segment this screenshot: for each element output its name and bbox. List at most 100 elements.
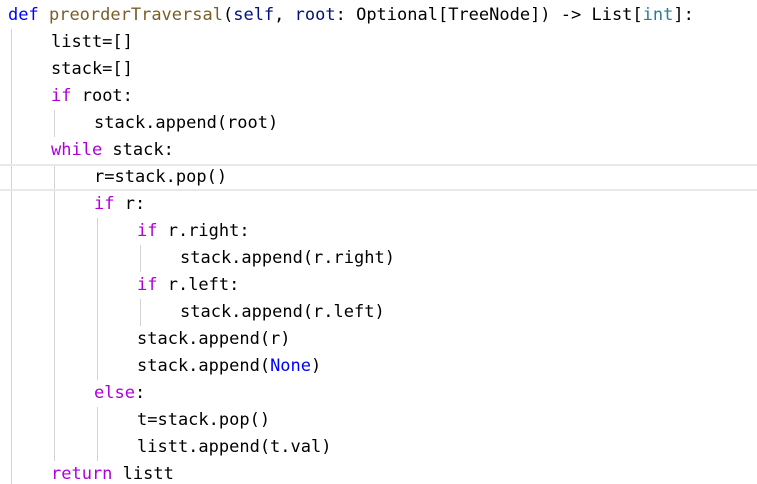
indent-guide: [11, 353, 12, 380]
token-text: ,: [274, 5, 295, 25]
code-line[interactable]: else:: [0, 380, 757, 407]
token-text: [39, 5, 49, 25]
code-line[interactable]: def preorderTraversal(self, root: Option…: [0, 2, 757, 29]
token-func: preorderTraversal: [48, 5, 223, 25]
indent-guide: [11, 245, 12, 272]
token-text: r.right:: [157, 221, 250, 241]
code-text: stack.append(None): [137, 353, 321, 380]
token-const: None: [270, 356, 312, 376]
token-text: listt: [112, 464, 174, 484]
code-line[interactable]: stack.append(r): [0, 326, 757, 353]
indent-guide: [54, 110, 55, 137]
code-line[interactable]: t=stack.pop(): [0, 407, 757, 434]
token-text: ]:: [673, 5, 694, 25]
indent-guide: [11, 299, 12, 326]
code-text: listt=[]: [51, 29, 133, 56]
code-line[interactable]: while stack:: [0, 137, 757, 164]
indent-guide: [97, 218, 98, 245]
indent-guide: [11, 137, 12, 164]
indent-guide: [97, 407, 98, 434]
indent-guide: [54, 245, 55, 272]
token-text: : Optional[TreeNode]) -> List[: [335, 5, 643, 25]
code-line[interactable]: listt.append(t.val): [0, 434, 757, 461]
token-text: listt=[]: [51, 32, 133, 52]
indent-guide: [140, 245, 141, 272]
indent-guide: [54, 166, 55, 189]
indent-guide: [54, 434, 55, 461]
token-text: stack.append(r): [137, 329, 291, 349]
indent-guide: [11, 56, 12, 83]
code-line[interactable]: if r.right:: [0, 218, 757, 245]
code-line[interactable]: if root:: [0, 83, 757, 110]
token-text: root:: [71, 86, 133, 106]
token-keyword: def: [8, 5, 39, 25]
token-flow: if: [51, 86, 72, 106]
code-text: stack=[]: [51, 56, 133, 83]
indent-guide: [54, 380, 55, 407]
token-text: stack:: [102, 140, 174, 160]
indent-guide: [54, 299, 55, 326]
token-flow: if: [94, 194, 115, 214]
token-text: stack=[]: [51, 59, 133, 79]
code-line[interactable]: return listt: [0, 461, 757, 484]
token-text: t=stack.pop(): [137, 410, 271, 430]
indent-guide: [11, 461, 12, 484]
code-line[interactable]: if r:: [0, 191, 757, 218]
code-text: r=stack.pop(): [94, 166, 227, 189]
token-param: self: [233, 5, 275, 25]
code-text: else:: [94, 380, 145, 407]
indent-guide: [54, 218, 55, 245]
token-flow: while: [51, 140, 103, 160]
indent-guide: [11, 191, 12, 218]
indent-guide: [97, 272, 98, 299]
code-text: stack.append(r): [137, 326, 291, 353]
code-text: stack.append(r.right): [180, 245, 395, 272]
indent-guide: [11, 110, 12, 137]
code-text: return listt: [51, 461, 174, 484]
indent-guide: [97, 353, 98, 380]
code-text: while stack:: [51, 137, 174, 164]
token-type: int: [642, 5, 674, 25]
indent-guide: [97, 245, 98, 272]
indent-guide: [97, 299, 98, 326]
token-text: r:: [114, 194, 146, 214]
token-flow: else: [94, 383, 135, 403]
indent-guide: [54, 326, 55, 353]
indent-guide: [11, 272, 12, 299]
indent-guide: [11, 83, 12, 110]
token-flow: return: [51, 464, 113, 484]
token-text: (: [222, 5, 234, 25]
token-text: ): [311, 356, 322, 376]
token-text: stack.append(r.right): [180, 248, 395, 268]
token-text: stack.append(: [137, 356, 271, 376]
token-text: stack.append(r.left): [180, 302, 385, 322]
code-line[interactable]: if r.left:: [0, 272, 757, 299]
code-text: stack.append(r.left): [180, 299, 385, 326]
indent-guide: [11, 29, 12, 56]
indent-guide: [54, 272, 55, 299]
token-text: stack.append(root): [94, 113, 279, 133]
indent-guide: [97, 434, 98, 461]
token-flow: if: [137, 275, 158, 295]
code-line[interactable]: stack=[]: [0, 56, 757, 83]
code-text: stack.append(root): [94, 110, 278, 137]
indent-guide: [11, 407, 12, 434]
indent-guide: [11, 166, 12, 189]
indent-guide: [140, 299, 141, 326]
code-line[interactable]: r=stack.pop(): [0, 164, 757, 191]
indent-guide: [11, 326, 12, 353]
token-param: root: [294, 5, 336, 25]
token-text: listt.append(t.val): [137, 437, 332, 457]
code-line[interactable]: stack.append(r.left): [0, 299, 757, 326]
code-line[interactable]: listt=[]: [0, 29, 757, 56]
code-line[interactable]: stack.append(root): [0, 110, 757, 137]
indent-guide: [54, 353, 55, 380]
code-text: if root:: [51, 83, 133, 110]
indent-guide: [54, 191, 55, 218]
code-line[interactable]: stack.append(r.right): [0, 245, 757, 272]
token-text: r.left:: [157, 275, 240, 295]
token-text: r=stack.pop(): [94, 167, 228, 187]
code-line[interactable]: stack.append(None): [0, 353, 757, 380]
code-text: def preorderTraversal(self, root: Option…: [8, 2, 694, 29]
